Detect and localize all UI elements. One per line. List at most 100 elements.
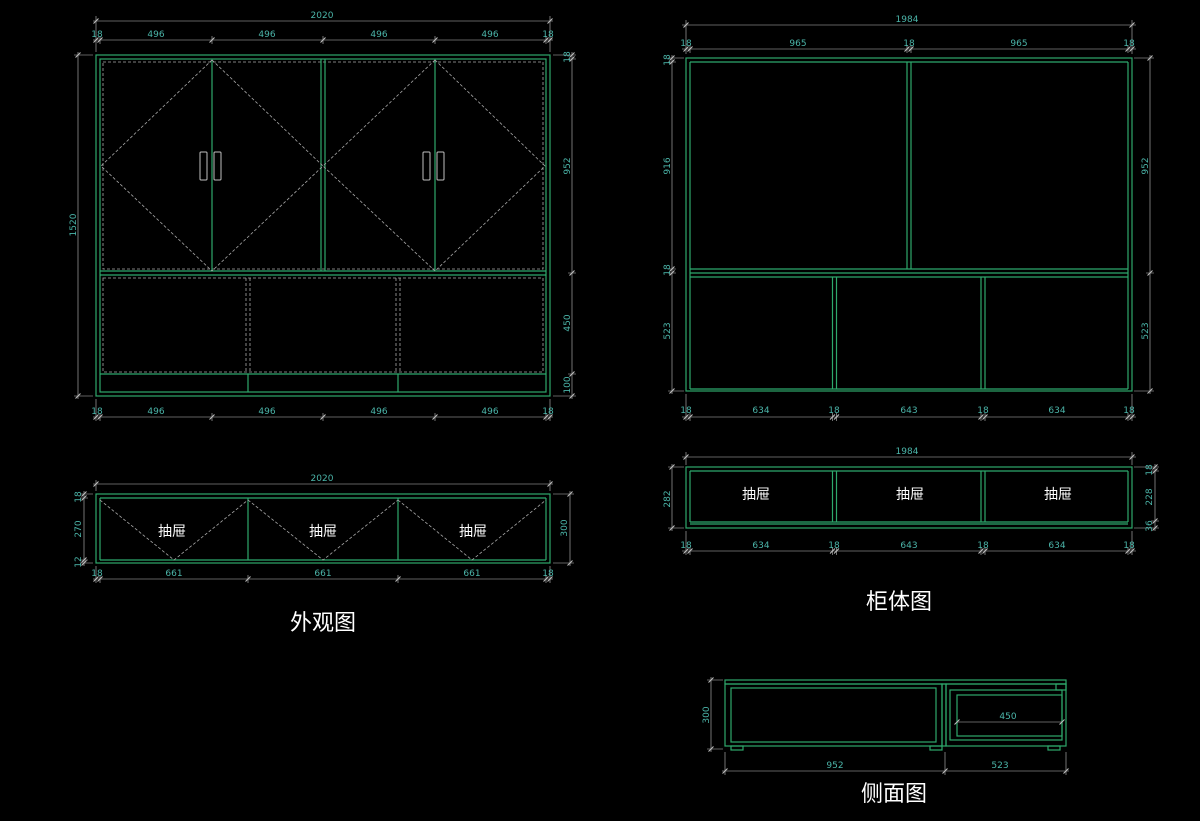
- drawer-height-ticks: [567, 491, 573, 566]
- drawer-carcass-outer-frame: [685, 466, 1133, 529]
- drawer-overall-width-dimension-line: [93, 480, 553, 491]
- body-right-dimension-text: 523: [1141, 322, 1151, 339]
- side-height-text: 300: [702, 706, 712, 723]
- drawer-unit-outer-frame: [95, 493, 551, 564]
- body-view-title: 柜体图: [866, 590, 932, 615]
- body-drawer-width-ticks: [683, 454, 1135, 460]
- carcass-outer-frame: [685, 57, 1133, 392]
- front-right-dimension-text: 100: [563, 376, 573, 393]
- body-drawer-width-dimension-line: [682, 452, 1136, 465]
- carcass-middle-shelf: [690, 268, 1128, 278]
- door-swing-lines-right-pair: [322, 59, 546, 272]
- body-drawer-bottom-dimension-text: 634: [1048, 541, 1065, 551]
- body-right-segment-dimension-line: [1134, 55, 1154, 394]
- front-right-dimension-text: 450: [563, 314, 573, 331]
- body-left-dimension-text: 523: [663, 322, 673, 339]
- drawer-bottom-dimension-text: 661: [463, 569, 480, 579]
- cabinet-inner-frame: [99, 58, 547, 393]
- body-bottom-segment-ticks: [683, 414, 1135, 420]
- drawer-label: 抽屉: [1044, 487, 1072, 503]
- drawer-label: 抽屉: [309, 524, 337, 540]
- door-bottom-rail: [100, 270, 546, 276]
- front-right-dimension-text: 18: [563, 51, 573, 63]
- side-cabinet-body-inner: [730, 687, 937, 743]
- body-left-segment-dimension-line: [668, 55, 684, 394]
- exterior-drawer-view: 抽屉 抽屉 抽屉 2020 18 270 12 300 18 661 661 6…: [74, 474, 574, 583]
- drawer-left-dimension-text: 270: [74, 520, 84, 537]
- drawer-left-dimension-text: 18: [74, 491, 84, 503]
- side-cabinet-body-outer: [724, 683, 943, 747]
- body-overall-width-ticks: [683, 22, 1135, 28]
- door-area-hidden-outline: [102, 61, 544, 270]
- drawer-carcass-dividers: [831, 471, 986, 522]
- body-drawer-bottom-dimension-text: 643: [900, 541, 917, 551]
- side-view: 450 300 952 523: [702, 677, 1069, 775]
- body-bottom-dimension-text: 18: [977, 406, 989, 416]
- door-handle: [422, 151, 431, 181]
- front-bottom-dimension-text: 496: [481, 407, 498, 417]
- body-drawer-right-segment-ticks: [1152, 464, 1158, 531]
- drawer-overall-width-text: 2020: [311, 474, 334, 484]
- front-top-segment-ticks: [93, 37, 553, 43]
- body-bottom-dimension-text: 18: [828, 406, 840, 416]
- body-drawer-bottom-dimension-text: 634: [752, 541, 769, 551]
- side-drawer-depth-text: 450: [999, 712, 1016, 722]
- front-bottom-segment-ticks: [93, 414, 553, 420]
- side-view-title: 侧面图: [861, 782, 927, 807]
- body-top-dimension-text: 18: [1123, 39, 1135, 49]
- body-left-dimension-text: 916: [663, 157, 673, 174]
- drawer-bottom-dimension-text: 18: [542, 569, 554, 579]
- drawer-label: 抽屉: [742, 487, 770, 503]
- front-top-dimension-text: 496: [481, 30, 498, 40]
- plinth-joint-lines: [247, 374, 399, 392]
- body-bottom-dimension-text: 18: [1123, 406, 1135, 416]
- front-right-segment-dimension-line: [553, 52, 576, 399]
- side-height-ticks: [708, 677, 714, 752]
- body-drawer-right-dimension-text: 36: [1145, 520, 1155, 532]
- drawer-front-division-lines: [247, 498, 399, 560]
- body-drawer-bottom-dimension-text: 18: [977, 541, 989, 551]
- cabinet-body-drawer-view: 抽屉 抽屉 抽屉 1984 282 18 228 36 18 634 18 64…: [663, 447, 1159, 555]
- drawer-overall-width-ticks: [93, 481, 553, 487]
- drawer-pull-out-hidden-lines: [99, 499, 547, 561]
- front-top-dimension-text: 496: [370, 30, 387, 40]
- side-drawer-compartment: [945, 683, 1067, 747]
- body-left-segment-ticks: [669, 55, 675, 394]
- body-top-segment-ticks: [683, 46, 1135, 52]
- side-foot: [1047, 745, 1061, 751]
- side-depth-ticks: [722, 768, 1069, 774]
- body-drawer-width-text: 1984: [896, 447, 919, 457]
- side-depth-dimension-text: 523: [991, 761, 1008, 771]
- front-right-segment-ticks: [569, 52, 575, 399]
- body-top-dimension-text: 18: [680, 39, 692, 49]
- drawer-label: 抽屉: [896, 487, 924, 503]
- door-handle: [213, 151, 222, 181]
- front-overall-height-ticks: [75, 52, 81, 399]
- front-top-dimension-text: 18: [91, 30, 103, 40]
- body-bottom-dimension-text: 634: [752, 406, 769, 416]
- drawer-height-text: 300: [560, 519, 570, 536]
- body-top-dimension-text: 965: [1010, 39, 1027, 49]
- drawer-bottom-dimension-text: 18: [91, 569, 103, 579]
- front-top-dimension-text: 496: [147, 30, 164, 40]
- front-overall-width-dimension-line: [93, 16, 553, 52]
- side-drawer-box-inner: [956, 694, 1063, 737]
- drawer-unit-inner-frame: [99, 497, 547, 561]
- side-foot: [730, 745, 744, 751]
- drawer-carcass-inner-lines: [689, 470, 1129, 525]
- drawer-label: 抽屉: [158, 524, 186, 540]
- body-right-segment-ticks: [1147, 55, 1153, 394]
- body-top-dimension-text: 965: [789, 39, 806, 49]
- side-depth-dimension-line: [722, 752, 1069, 775]
- body-drawer-height-ticks: [669, 464, 675, 531]
- cabinet-body-front-view: 1984 18 965 18 965 18 18 916 18 523 952 …: [663, 15, 1154, 421]
- side-depth-dimension-text: 952: [826, 761, 843, 771]
- drawer-left-segment-ticks: [81, 491, 87, 566]
- exterior-view-title: 外观图: [290, 611, 356, 636]
- drawer-bottom-dimension-text: 661: [165, 569, 182, 579]
- body-drawer-height-dimension-line: [668, 464, 684, 531]
- body-drawer-bottom-segment-ticks: [683, 548, 1135, 554]
- cabinet-outer-frame: [95, 54, 551, 397]
- front-bottom-dimension-text: 496: [258, 407, 275, 417]
